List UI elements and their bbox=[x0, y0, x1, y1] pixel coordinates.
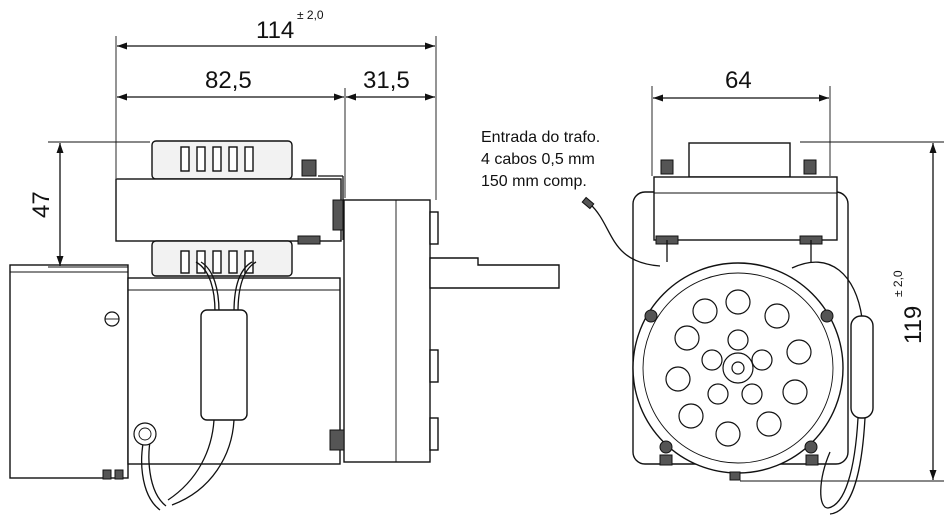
front-view bbox=[581, 142, 874, 515]
dim-119: 119 bbox=[900, 306, 927, 344]
coil-slots-top bbox=[180, 146, 254, 172]
wire-right bbox=[233, 261, 253, 313]
transformer-core bbox=[115, 178, 342, 242]
dim-114-tolerance: ± 2,0 bbox=[297, 8, 324, 22]
note-line-3: 150 mm comp. bbox=[481, 173, 587, 190]
cable-gland bbox=[133, 422, 157, 446]
dim-114: 114 bbox=[256, 17, 294, 44]
note-line-2: 4 cabos 0,5 mm bbox=[481, 151, 595, 168]
front-transformer-top bbox=[688, 142, 791, 178]
dim-47: 47 bbox=[28, 191, 55, 218]
gearbox bbox=[343, 199, 431, 463]
output-shaft bbox=[429, 257, 560, 289]
dim-31-5: 31,5 bbox=[363, 67, 410, 94]
dim-64: 64 bbox=[725, 67, 752, 94]
front-view-dimensions: 64 119 ± 2,0 Entrada do trafo. 4 cabos 0… bbox=[481, 67, 944, 482]
side-view-dimensions: 114 ± 2,0 82,5 31,5 47 bbox=[28, 8, 437, 268]
note-line-1: Entrada do trafo. bbox=[481, 129, 600, 146]
side-view bbox=[9, 140, 560, 511]
front-transformer-core bbox=[653, 176, 838, 241]
dim-119-tolerance: ± 2,0 bbox=[891, 270, 905, 297]
capacitor bbox=[200, 309, 248, 421]
incoming-cable bbox=[589, 203, 661, 267]
front-capacitor bbox=[850, 315, 874, 419]
dim-82-5: 82,5 bbox=[205, 67, 252, 94]
motor-housing bbox=[9, 264, 129, 479]
front-wire bbox=[791, 261, 863, 319]
fan-grille-holes bbox=[665, 289, 812, 447]
transformer-upper-coil bbox=[151, 140, 293, 180]
fan-inner-ring bbox=[642, 272, 834, 464]
transformer-lower-coil bbox=[151, 240, 293, 277]
wire-left bbox=[195, 261, 216, 313]
